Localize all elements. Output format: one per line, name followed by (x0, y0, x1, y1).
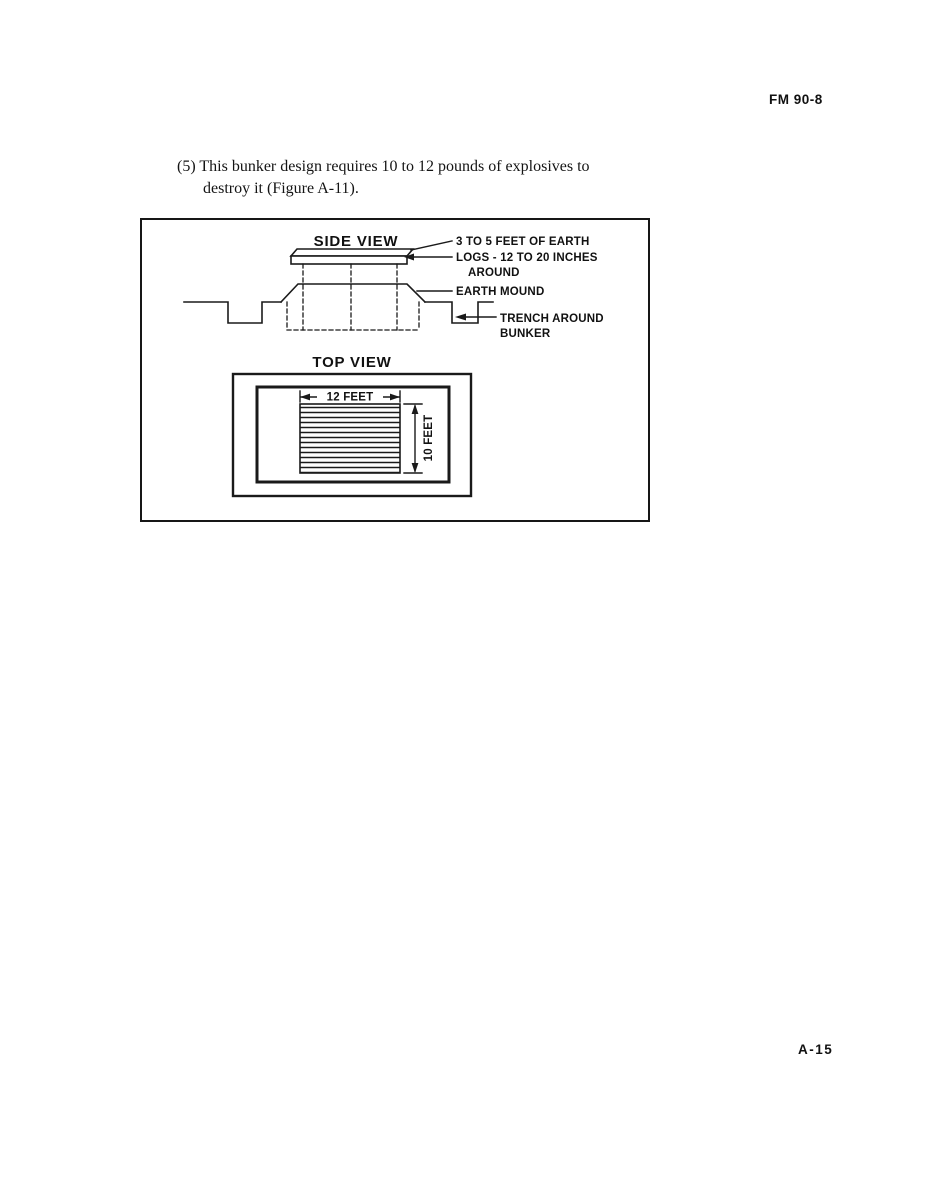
top-view-inner-wall (255, 385, 451, 484)
dim-12-arrow-left (300, 393, 310, 401)
log-slab-front (290, 255, 408, 265)
buried-bunker-dashed-lines (286, 263, 420, 331)
ground-right-trench (424, 301, 494, 324)
label-trench-line1: TRENCH AROUND (500, 313, 604, 325)
dimension-10-feet (403, 403, 423, 474)
paragraph-line-1: (5) This bunker design requires 10 to 12… (177, 158, 590, 175)
top-view-outer-wall (231, 372, 473, 498)
leader-logs-arrowhead (404, 253, 414, 261)
page-number: A-15 (798, 1042, 834, 1057)
dim-12-feet-label: 12 FEET (327, 392, 374, 404)
leader-earth-depth (410, 240, 453, 251)
dim-12-arrow-right (390, 393, 400, 401)
manual-number-header: FM 90-8 (769, 92, 823, 107)
label-logs-line1: LOGS - 12 TO 20 INCHES (456, 252, 598, 264)
top-view-log-roof-hatch (299, 403, 401, 474)
top-view-title: TOP VIEW (312, 354, 391, 371)
dim-10-feet-label: 10 FEET (423, 415, 435, 462)
dim-10-arrow-bottom (411, 463, 419, 473)
earth-mound-outline (279, 283, 427, 304)
side-view-title: SIDE VIEW (314, 233, 399, 250)
figure-a11-diagram: SIDE VIEW (183, 233, 604, 498)
ground-left-trench (183, 301, 282, 324)
dim-10-arrow-top (411, 404, 419, 414)
label-earth-mound: EARTH MOUND (456, 286, 544, 298)
label-trench-line2: BUNKER (500, 328, 551, 340)
top-view-drawing (231, 372, 473, 498)
dim-10-label-bg (421, 409, 436, 467)
label-earth-depth: 3 TO 5 FEET OF EARTH (456, 236, 590, 248)
paragraph-5: (5) This bunker design requires 10 to 12… (177, 156, 657, 199)
paragraph-line-2: destroy it (Figure A-11). (203, 179, 359, 197)
log-slab-top (289, 248, 415, 257)
leader-trench-arrowhead (455, 313, 466, 321)
side-view-drawing (183, 240, 497, 331)
dim-12-label-bg (317, 390, 383, 403)
figure-a11-frame: SIDE VIEW (140, 218, 650, 522)
label-logs-line2: AROUND (468, 267, 520, 279)
